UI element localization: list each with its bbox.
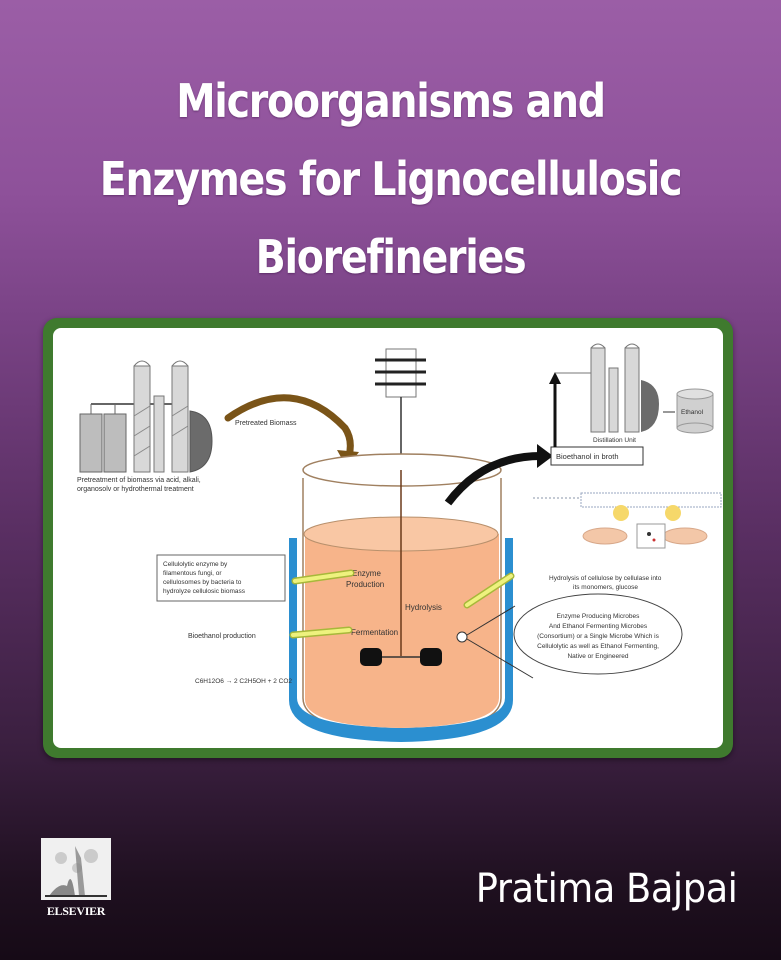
title-line-2: Enzymes for Lignocellulosic — [99, 152, 683, 206]
microbe-line-5: Native or Engineered — [567, 653, 628, 660]
elsevier-tree-icon — [41, 838, 111, 900]
cellulose-hydrolysis-illustration — [533, 492, 722, 549]
pretreated-biomass-label: Pretreated Biomass — [235, 420, 297, 427]
book-title: Microorganisms and Enzymes for Lignocell… — [55, 62, 727, 296]
bioreactor-diagram: Pretreatment of biomass via acid, alkali… — [53, 328, 723, 748]
bioreactor-vessel-icon — [289, 453, 513, 742]
bioethanol-broth-box — [550, 446, 644, 466]
microbe-line-1: Enzyme Producing Microbes — [557, 613, 640, 620]
microbe-line-3: (Consortium) or a Single Microbe Which i… — [537, 633, 659, 640]
microbe-ellipse — [513, 593, 683, 675]
microbe-line-4: Cellulolytic as well as Ethanol Fermenti… — [537, 643, 659, 650]
cellulolytic-line-2: filamentous fungi, or — [163, 570, 222, 577]
pretreatment-caption-1: Pretreatment of biomass via acid, alkali… — [77, 477, 201, 484]
yellow-arrow-icons — [289, 569, 515, 639]
pretreatment-caption-2: organosolv or hydrothermal treatment — [77, 486, 194, 493]
publisher-name: ELSEVIER — [46, 904, 106, 918]
title-line-1: Microorganisms and — [176, 74, 606, 128]
bioethanol-production-label: Bioethanol production — [188, 633, 256, 640]
diagram-panel: Pretreatment of biomass via acid, alkali… — [43, 318, 733, 758]
ethanol-label: Ethanol — [681, 409, 704, 416]
fermentation-label: Fermentation — [351, 628, 398, 637]
distillation-unit-icon — [590, 343, 675, 433]
title-line-3: Biorefineries — [255, 230, 527, 284]
bioethanol-broth-label: Bioethanol in broth — [556, 452, 619, 461]
hydrolysis-caption-1: Hydrolysis of cellulose by cellulase int… — [549, 575, 662, 582]
author-name: Pratima Bajpai — [475, 866, 737, 912]
enzyme-production-label-1: Enzyme — [352, 569, 381, 578]
black-arrow-icon — [444, 452, 542, 506]
ethanol-tank-icon — [676, 388, 714, 434]
hydrolysis-label: Hydrolysis — [405, 603, 442, 612]
fermentation-equation: C6H12O6 → 2 C2H5OH + 2 CO2 — [195, 678, 292, 685]
enzyme-production-label-2: Production — [346, 580, 384, 589]
pretreatment-plant-icon — [79, 360, 213, 473]
publisher-logo: ELSEVIER — [38, 838, 114, 922]
hydrolysis-caption-2: its monomers, glucose — [573, 584, 638, 591]
microbe-line-2: And Ethanol Fermenting Microbes — [549, 623, 648, 630]
cellulolytic-line-4: hydrolyze cellulosic biomass — [163, 588, 246, 595]
cellulolytic-line-3: cellulosomes by bacteria to — [163, 579, 242, 586]
cellulolytic-line-1: Cellulolytic enzyme by — [163, 561, 228, 568]
brown-arrow-icon — [224, 394, 354, 460]
distillation-unit-label: Distillation Unit — [593, 437, 636, 444]
cellulolytic-box — [156, 554, 286, 602]
